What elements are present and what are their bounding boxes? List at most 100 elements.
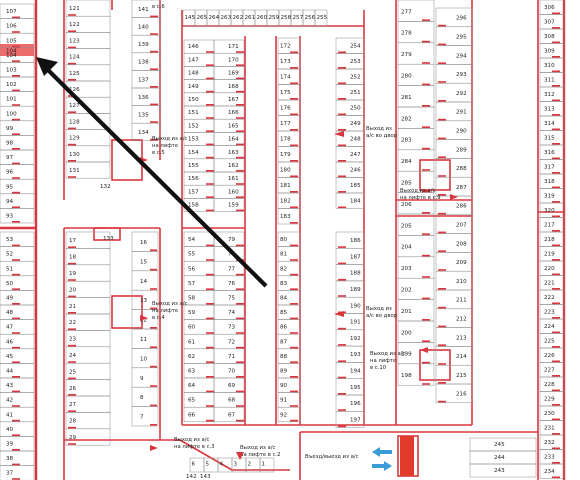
space-number-159[interactable]: 159 [228,203,239,209]
space-number-20[interactable]: 20 [69,287,77,293]
space-number-318[interactable]: 318 [544,179,555,185]
space-number-63[interactable]: 63 [188,368,196,374]
space-number-205[interactable]: 205 [401,223,412,229]
space-number-216[interactable]: 216 [456,392,467,398]
space-number-199[interactable]: 199 [401,352,412,358]
space-number-172[interactable]: 172 [280,44,291,50]
space-number-229[interactable]: 229 [544,396,555,402]
space-number-219[interactable]: 219 [544,251,555,257]
space-number-132[interactable]: 132 [100,184,111,190]
space-number-210[interactable]: 210 [456,279,467,285]
space-number-228[interactable]: 228 [544,382,555,388]
space-number-12[interactable]: 12 [140,318,147,324]
space-number-189[interactable]: 189 [350,287,361,293]
space-number-183[interactable]: 183 [280,214,291,220]
space-number-289[interactable]: 289 [456,147,467,153]
space-number-282[interactable]: 282 [401,116,412,122]
space-number-227[interactable]: 227 [544,367,555,373]
space-number-91[interactable]: 91 [280,398,288,404]
space-number-174[interactable]: 174 [280,75,291,81]
space-number-145[interactable]: 145 [185,15,196,21]
space-number-296[interactable]: 296 [456,16,467,22]
space-number-157[interactable]: 157 [188,189,199,195]
space-number-6[interactable]: 6 [192,462,196,468]
space-number-65[interactable]: 65 [188,398,196,404]
space-number-21[interactable]: 21 [69,304,77,310]
space-number-104[interactable]: 104 [6,53,17,59]
space-number-94[interactable]: 94 [6,199,14,205]
space-number-4[interactable]: 4 [220,462,224,468]
space-number-48[interactable]: 48 [6,310,14,316]
space-number-123[interactable]: 123 [69,38,80,44]
space-number-128[interactable]: 128 [69,119,80,125]
space-number-175[interactable]: 175 [280,90,291,96]
space-number-42[interactable]: 42 [6,398,13,404]
space-number-188[interactable]: 188 [350,271,361,277]
space-number-13[interactable]: 13 [140,298,148,304]
space-number-86[interactable]: 86 [280,325,288,331]
space-number-221[interactable]: 221 [544,280,555,286]
space-number-169[interactable]: 169 [228,71,239,77]
space-number-101[interactable]: 101 [6,97,17,103]
space-number-125[interactable]: 125 [69,71,80,77]
space-number-158[interactable]: 158 [188,203,199,209]
space-number-146[interactable]: 146 [188,44,199,50]
space-number-5[interactable]: 5 [206,462,210,468]
space-number-215[interactable]: 215 [456,373,467,379]
space-number-98[interactable]: 98 [6,140,14,146]
space-number-190[interactable]: 190 [350,303,361,309]
space-number-257[interactable]: 257 [293,15,304,21]
space-number-314[interactable]: 314 [544,121,555,127]
space-number-28[interactable]: 28 [69,419,77,425]
space-number-24[interactable]: 24 [69,353,77,359]
space-number-95[interactable]: 95 [6,184,14,190]
space-number-220[interactable]: 220 [544,266,555,272]
space-number-156[interactable]: 156 [188,176,199,182]
space-number-277[interactable]: 277 [401,9,412,15]
space-number-251[interactable]: 251 [350,90,361,96]
space-number-139[interactable]: 139 [138,42,149,48]
space-number-286[interactable]: 286 [456,204,467,210]
space-number-160[interactable]: 160 [228,189,239,195]
space-number-100[interactable]: 100 [6,111,17,117]
space-number-19[interactable]: 19 [69,271,77,277]
space-number-87[interactable]: 87 [280,339,288,345]
space-number-102[interactable]: 102 [6,82,17,88]
space-number-181[interactable]: 181 [280,183,291,189]
space-number-18[interactable]: 18 [69,255,77,261]
space-number-134[interactable]: 134 [138,130,149,136]
space-number-217[interactable]: 217 [544,222,555,228]
space-number-147[interactable]: 147 [188,57,199,63]
space-number-218[interactable]: 218 [544,237,555,243]
space-number-71[interactable]: 71 [228,354,236,360]
space-number-127[interactable]: 127 [69,103,80,109]
space-number-177[interactable]: 177 [280,121,291,127]
space-number-176[interactable]: 176 [280,106,291,112]
space-number-316[interactable]: 316 [544,150,555,156]
space-number-243[interactable]: 243 [494,468,505,474]
space-number-166[interactable]: 166 [228,110,239,116]
space-number-138[interactable]: 138 [138,60,149,66]
space-number-25[interactable]: 25 [69,369,77,375]
space-number-73[interactable]: 73 [228,325,236,331]
space-number-26[interactable]: 26 [69,386,77,392]
space-number-44[interactable]: 44 [6,368,14,374]
space-number-53[interactable]: 53 [6,237,14,243]
space-number-252[interactable]: 252 [350,75,361,81]
space-number-22[interactable]: 22 [69,320,76,326]
space-number-207[interactable]: 207 [456,222,467,228]
space-number-234[interactable]: 234 [544,469,555,475]
space-number-1[interactable]: 1 [262,462,266,468]
space-number-225[interactable]: 225 [544,338,555,344]
space-number-167[interactable]: 167 [228,97,239,103]
space-number-60[interactable]: 60 [188,325,196,331]
space-number-29[interactable]: 29 [69,435,77,441]
space-number-293[interactable]: 293 [456,72,467,78]
space-number-54[interactable]: 54 [188,237,196,243]
space-number-317[interactable]: 317 [544,164,555,170]
space-number-209[interactable]: 209 [456,260,467,266]
space-number-201[interactable]: 201 [401,309,412,315]
space-number-281[interactable]: 281 [401,95,412,101]
space-number-285[interactable]: 285 [401,180,412,186]
space-number-46[interactable]: 46 [6,339,14,345]
